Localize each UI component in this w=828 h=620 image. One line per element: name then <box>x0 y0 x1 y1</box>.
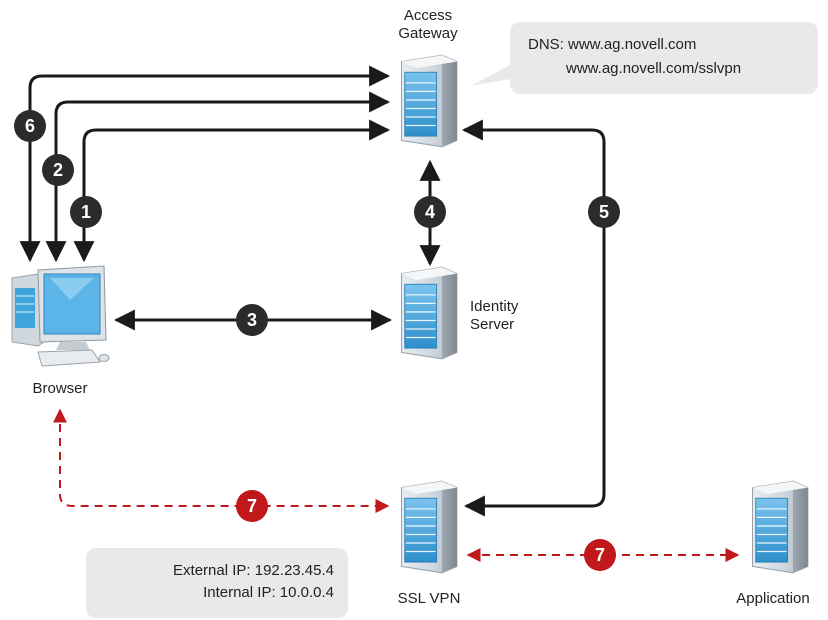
identity-server-icon <box>400 266 458 360</box>
step-7b-text: 7 <box>595 545 605 565</box>
ip-callout: External IP: 192.23.45.4 Internal IP: 10… <box>86 548 348 618</box>
ip-callout-line1: External IP: 192.23.45.4 <box>173 562 334 579</box>
step-6-text: 6 <box>25 116 35 136</box>
application-label: Application <box>736 590 810 607</box>
identity-server-label: Identity Server <box>470 298 518 334</box>
arrow-step-2 <box>45 91 391 263</box>
ssl-vpn-server-icon <box>400 480 458 574</box>
identity-server-label-line1: Identity <box>470 298 519 315</box>
dns-callout: DNS: www.ag.novell.com www.ag.novell.com… <box>510 22 818 94</box>
step-5-badge <box>588 196 620 228</box>
arrow-step-7-browser-vpn <box>53 408 390 513</box>
step-4-badge <box>414 196 446 228</box>
step-7b-badge <box>584 539 616 571</box>
step-5-text: 5 <box>599 202 609 222</box>
step-1-text: 1 <box>81 202 91 222</box>
step-4-text: 4 <box>425 202 435 222</box>
access-gateway-label: Access Gateway <box>378 7 478 43</box>
step-1-badge <box>70 196 102 228</box>
ssl-vpn-label: SSL VPN <box>397 590 461 607</box>
arrow-step-6 <box>19 65 391 263</box>
step-7a-badge <box>236 490 268 522</box>
step-2-text: 2 <box>53 160 63 180</box>
step-3-text: 3 <box>247 310 257 330</box>
application-server-icon <box>751 480 809 574</box>
step-3-badge <box>236 304 268 336</box>
identity-server-label-line2: Server <box>470 316 515 333</box>
browser-label: Browser <box>32 380 88 397</box>
desktop-computer-icon <box>11 265 110 367</box>
ip-callout-line2: Internal IP: 10.0.0.4 <box>203 584 334 601</box>
step-2-badge <box>42 154 74 186</box>
arrow-step-5 <box>461 119 606 517</box>
access-gateway-server-icon <box>400 54 458 148</box>
step-7a-text: 7 <box>247 496 257 516</box>
arrow-step-1 <box>73 119 391 263</box>
step-6-badge <box>14 110 46 142</box>
dns-callout-line2: www.ag.novell.com/sslvpn <box>566 60 742 77</box>
access-gateway-label-line2: Gateway <box>398 25 458 42</box>
access-gateway-label-line1: Access <box>403 7 453 24</box>
dns-callout-line1: DNS: www.ag.novell.com <box>528 36 697 53</box>
